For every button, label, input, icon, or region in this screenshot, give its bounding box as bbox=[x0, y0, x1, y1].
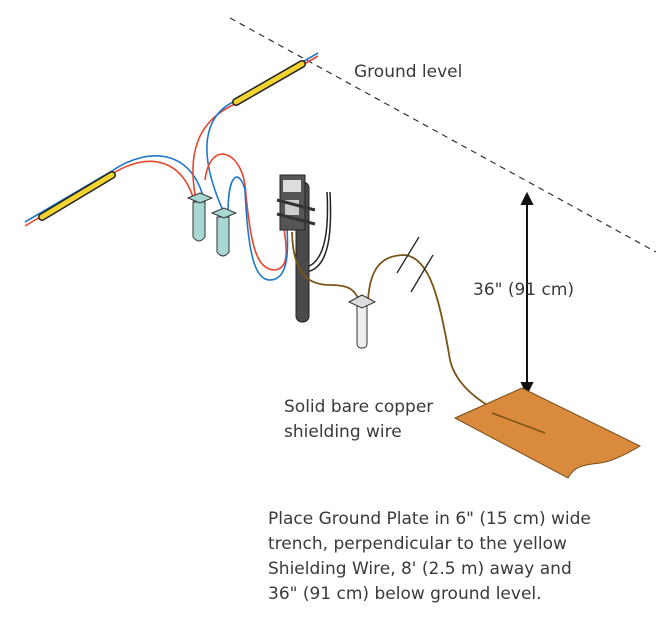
instruction-line: Place Ground Plate in 6" (15 cm) wide bbox=[268, 509, 591, 529]
wire-connectors bbox=[186, 192, 238, 257]
depth-label: 36" (91 cm) bbox=[473, 280, 575, 300]
electric-fence-pole bbox=[276, 174, 332, 323]
wire-label-line2: shielding wire bbox=[284, 422, 402, 442]
instruction-line: Shielding Wire, 8' (2.5 m) away and bbox=[268, 559, 572, 579]
instruction-line: 36" (91 cm) below ground level. bbox=[268, 584, 542, 604]
depth-arrow bbox=[520, 191, 534, 396]
instructions: Place Ground Plate in 6" (15 cm) wide tr… bbox=[268, 507, 591, 607]
instruction-line: trench, perpendicular to the yellow bbox=[268, 534, 567, 554]
ground-level-label: Ground level bbox=[354, 62, 463, 82]
break-marks bbox=[396, 236, 434, 293]
ground-rod bbox=[347, 294, 377, 349]
yellow-shielding-tube bbox=[38, 60, 306, 221]
wire-label-line1: Solid bare copper bbox=[284, 397, 434, 417]
ground-level-line bbox=[229, 17, 657, 253]
red-blue-wires bbox=[24, 52, 319, 281]
ground-plate bbox=[453, 387, 642, 479]
